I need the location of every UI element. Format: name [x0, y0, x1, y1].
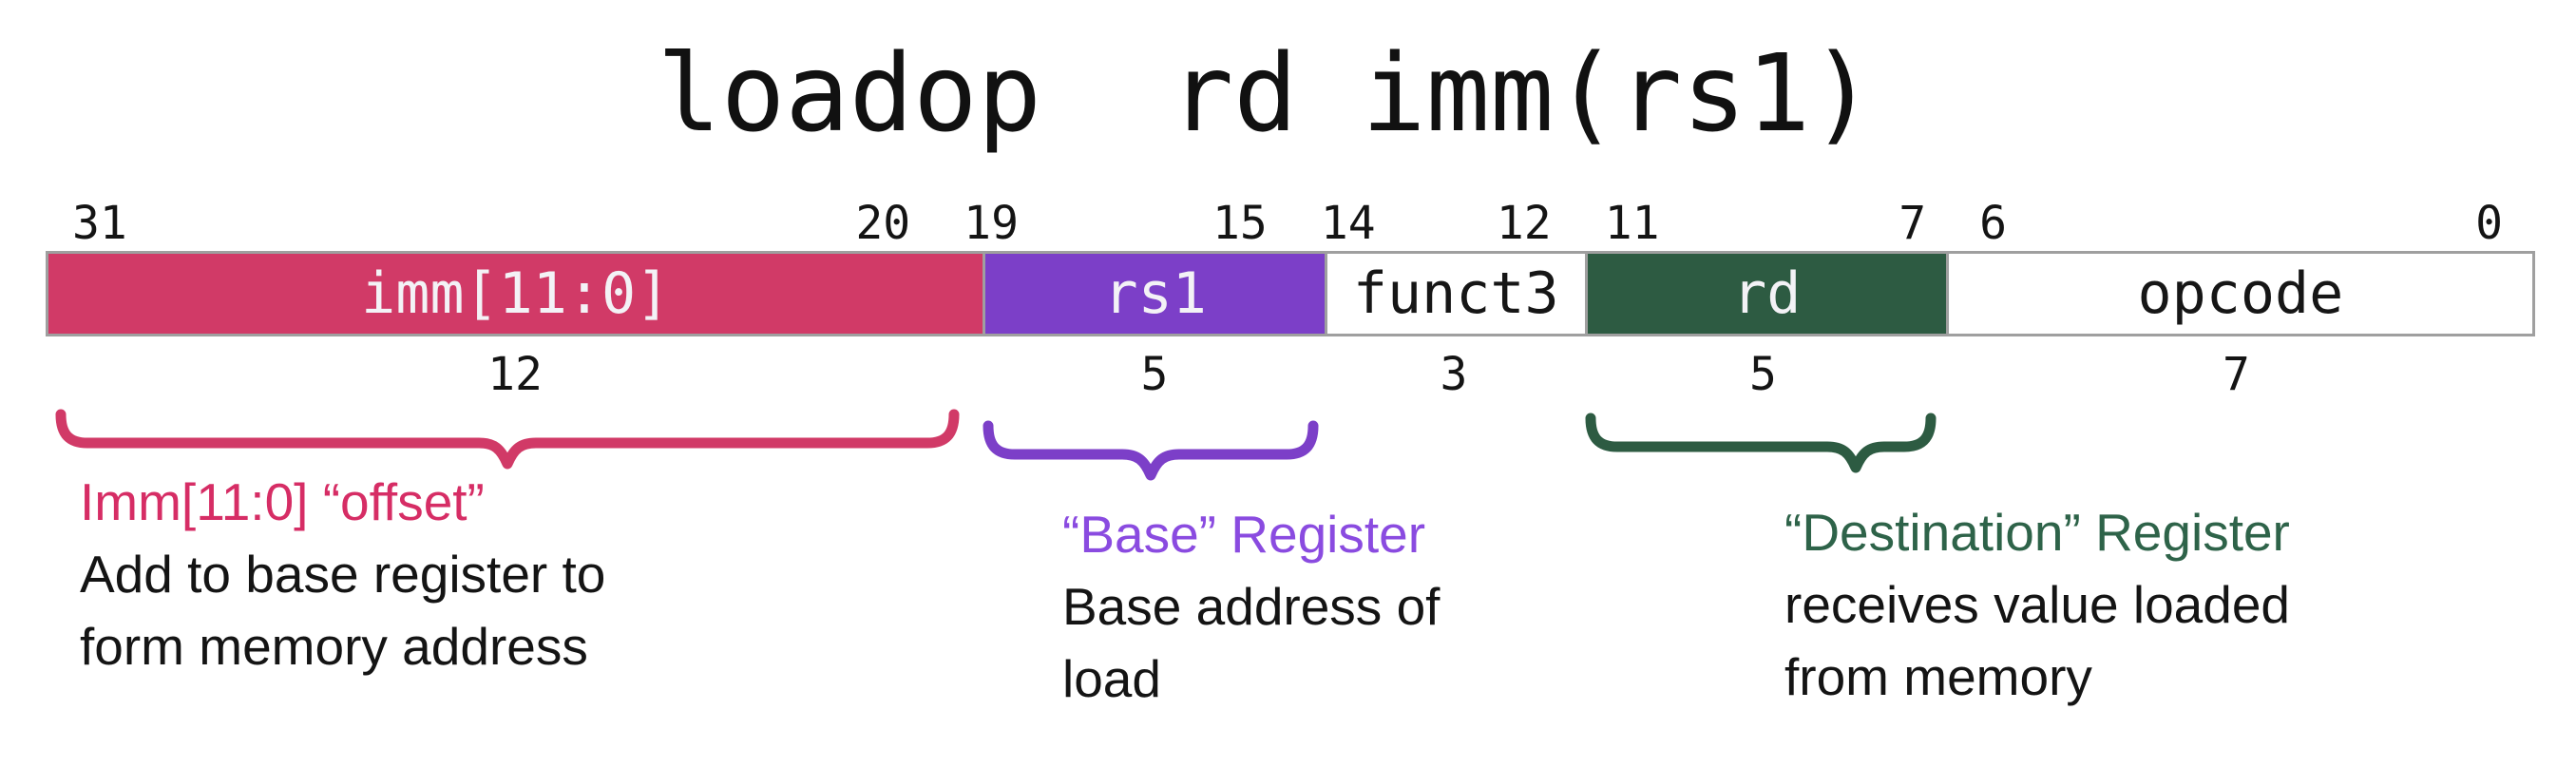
bit-index-row: 31 20 19 15 14 12 11 7 6 0 — [46, 188, 2529, 251]
bit-hi-funct3: 14 — [1320, 197, 1376, 250]
rd-brace — [1585, 413, 1937, 473]
annotation-imm-line1: Add to base register to — [80, 545, 606, 604]
bit-hi-imm: 31 — [72, 197, 127, 250]
annotation-imm-heading: Imm[11:0] “offset” — [80, 472, 485, 531]
bit-lo-imm: 20 — [855, 197, 911, 250]
annotation-rd-heading: “Destination” Register — [1784, 503, 2290, 562]
field-opcode: opcode — [1948, 254, 2533, 334]
bit-range-imm: 31 20 — [46, 188, 937, 251]
annotation-rs1-heading: “Base” Register — [1062, 505, 1426, 564]
bit-lo-rs1: 15 — [1212, 197, 1268, 250]
annotation-rd-line2: from memory — [1784, 647, 2092, 706]
field-row: imm[11:0] rs1 funct3 rd opcode — [46, 251, 2535, 336]
annotation-rs1-line2: load — [1062, 649, 1161, 708]
bit-range-rs1: 19 15 — [937, 188, 1294, 251]
bit-hi-rs1: 19 — [964, 197, 1019, 250]
field-width-row: 12 5 3 5 7 — [46, 336, 2529, 399]
width-funct3: 3 — [1440, 348, 1468, 401]
annotation-rd: “Destination” Register receives value lo… — [1784, 496, 2290, 713]
annotation-rs1: “Base” Register Base address of load — [1062, 498, 1440, 715]
annotation-imm-line2: form memory address — [80, 617, 588, 676]
bit-hi-rd: 11 — [1604, 197, 1660, 250]
bit-range-funct3: 14 12 — [1294, 188, 1578, 251]
bit-lo-opcode: 0 — [2475, 197, 2503, 250]
bit-lo-funct3: 12 — [1496, 197, 1552, 250]
bit-range-opcode: 6 0 — [1953, 188, 2529, 251]
page-title: loadop rd imm(rs1) — [657, 32, 1875, 156]
width-opcode: 7 — [2223, 348, 2250, 401]
bit-range-rd: 11 7 — [1578, 188, 1953, 251]
annotation-imm: Imm[11:0] “offset” Add to base register … — [80, 466, 605, 682]
field-rs1: rs1 — [985, 254, 1325, 334]
field-funct3: funct3 — [1326, 254, 1585, 334]
field-rd: rd — [1587, 254, 1946, 334]
annotation-rs1-line1: Base address of — [1062, 577, 1441, 636]
width-rs1: 5 — [1140, 348, 1169, 401]
bit-hi-opcode: 6 — [1979, 197, 2007, 250]
rs1-brace — [983, 420, 1319, 481]
field-imm: imm[11:0] — [48, 254, 983, 334]
width-rd: 5 — [1749, 348, 1777, 401]
imm-brace — [55, 409, 960, 470]
bit-lo-rd: 7 — [1899, 197, 1927, 250]
width-imm: 12 — [487, 348, 543, 401]
bitfield-diagram: 31 20 19 15 14 12 11 7 6 0 imm[11:0] — [46, 188, 2535, 399]
annotation-rd-line1: receives value loaded — [1784, 575, 2291, 634]
